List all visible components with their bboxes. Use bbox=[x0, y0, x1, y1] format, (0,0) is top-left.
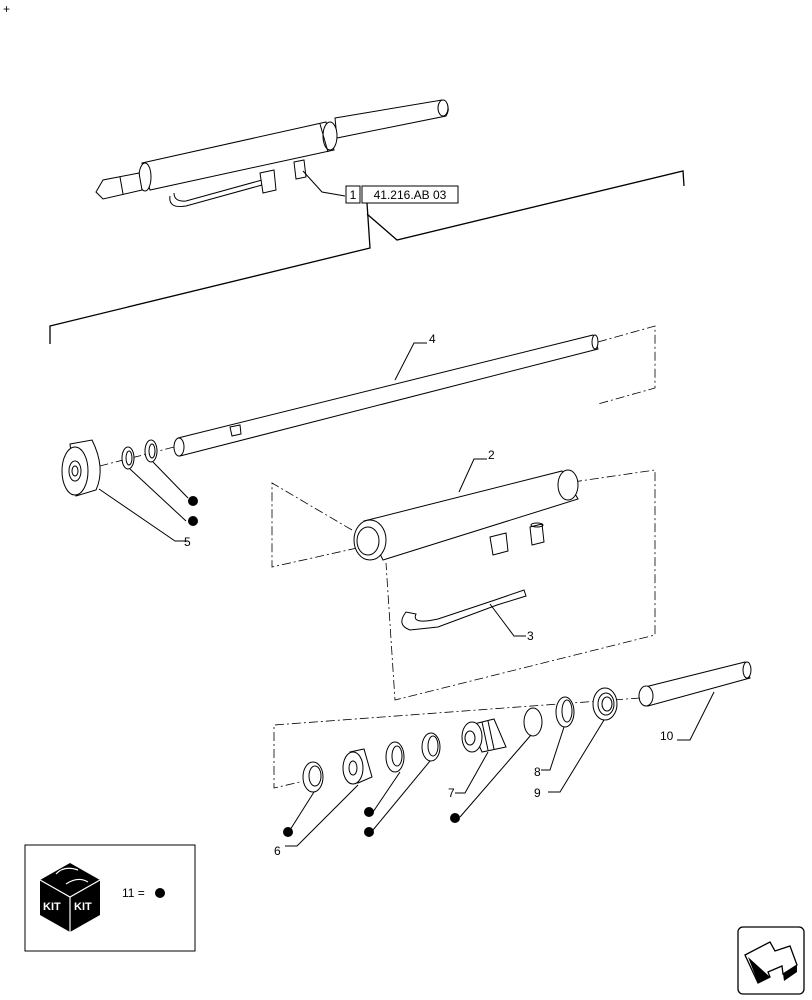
reference-code-box bbox=[361, 185, 459, 204]
leader-lines bbox=[98, 342, 715, 847]
part-end-cap bbox=[61, 439, 101, 497]
next-page-arrow-icon[interactable] bbox=[737, 926, 805, 995]
callout-9: 9 bbox=[534, 786, 541, 800]
kit-legend: KIT KIT 11 = bbox=[24, 844, 196, 952]
seal-rings-upper bbox=[121, 439, 158, 470]
callout-8: 8 bbox=[534, 765, 541, 779]
part-rod bbox=[99, 325, 656, 467]
callout-6: 6 bbox=[274, 844, 281, 858]
kit-marker-dot bbox=[450, 813, 460, 823]
corner-mark: + bbox=[3, 2, 10, 16]
part-lower-tube bbox=[273, 661, 752, 789]
reference-code: 41.216.AB 03 bbox=[374, 188, 447, 202]
callout-7: 7 bbox=[448, 786, 455, 800]
kit-legend-frame bbox=[24, 844, 196, 952]
kit-marker-dot bbox=[188, 496, 198, 506]
kit-equation-text: 11 = bbox=[122, 886, 145, 900]
reference-qty-box bbox=[345, 185, 361, 204]
callout-3: 3 bbox=[527, 629, 534, 643]
kit-marker-dot bbox=[155, 888, 165, 898]
kit-marker-dot bbox=[364, 827, 374, 837]
part-hose bbox=[401, 589, 527, 631]
kit-marker-dot bbox=[188, 516, 198, 526]
kit-markers bbox=[188, 496, 460, 837]
kit-box-icon: KIT KIT bbox=[39, 863, 101, 932]
callout-5: 5 bbox=[184, 535, 191, 549]
reference-qty: 1 bbox=[350, 188, 357, 202]
assembled-cylinder-illustration bbox=[95, 99, 449, 207]
kit-marker-dot bbox=[364, 807, 374, 817]
kit-marker-dot bbox=[283, 827, 293, 837]
part-barrel bbox=[271, 469, 656, 701]
kit-label-right: KIT bbox=[74, 901, 92, 913]
reference-box: 1 41.216.AB 03 bbox=[345, 185, 459, 204]
callout-labels: 4 2 3 5 10 6 7 8 9 bbox=[184, 332, 674, 858]
lower-seal-kit bbox=[302, 687, 618, 793]
callout-4: 4 bbox=[429, 332, 436, 346]
callout-2: 2 bbox=[488, 448, 495, 462]
explosion-bracket bbox=[49, 170, 685, 344]
callout-10: 10 bbox=[660, 729, 674, 743]
kit-label-left: KIT bbox=[43, 901, 61, 913]
